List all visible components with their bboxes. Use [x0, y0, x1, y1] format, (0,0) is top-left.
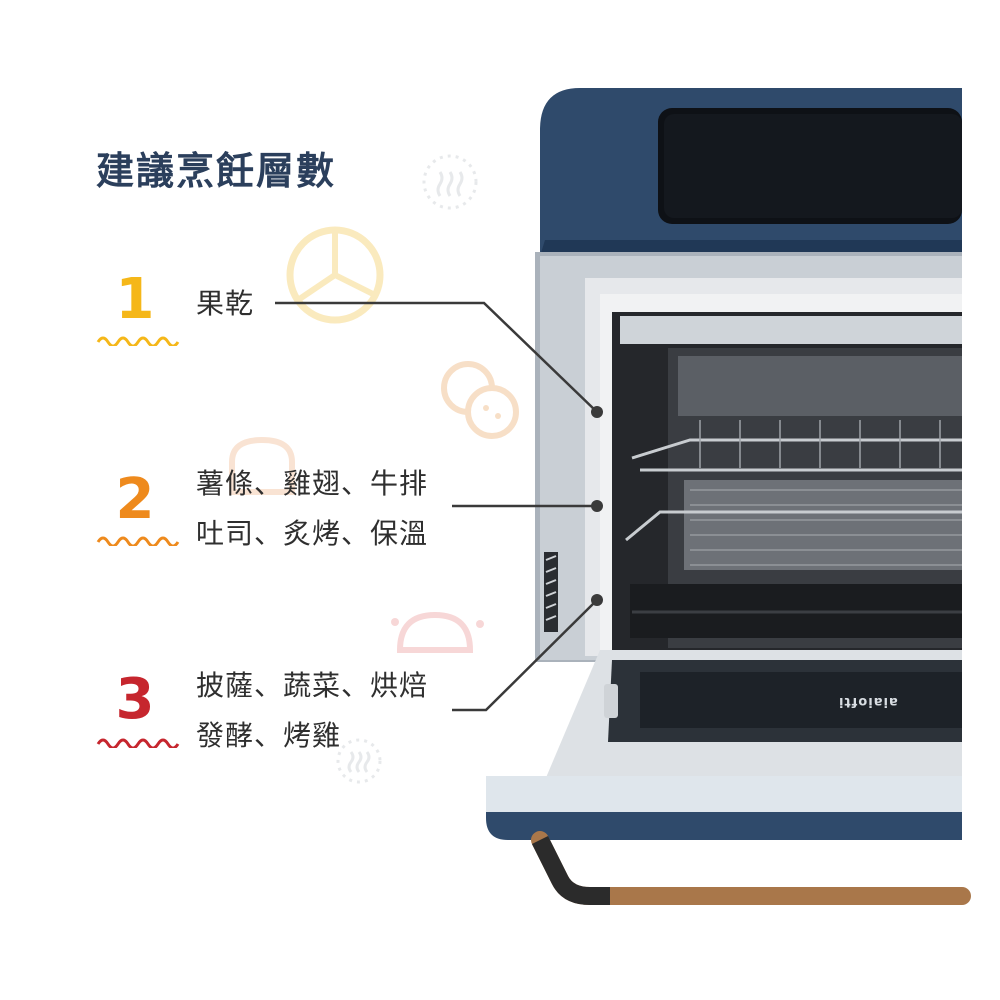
- level-3-foods-line-1: 披薩、蔬菜、烘焙: [196, 669, 429, 702]
- pizza-slice-icon: [286, 226, 384, 324]
- dough-icon: [391, 611, 484, 653]
- bread-icon: [229, 436, 295, 495]
- steam-icon: [422, 154, 478, 210]
- level-2-number: 2: [115, 467, 155, 532]
- level-1-number: 1: [115, 267, 155, 332]
- leader-line-3: [452, 599, 598, 712]
- level-2-wave-underline: [96, 536, 180, 546]
- leader-line-1: [275, 301, 598, 413]
- page-title: 建議烹飪層數: [96, 149, 337, 193]
- level-3-foods-line-2: 發酵、烤雞: [196, 719, 342, 752]
- level-1-wave-underline: [96, 336, 180, 346]
- leader-dot-3: [591, 594, 603, 606]
- cookie-icon: [441, 361, 519, 439]
- level-3-number: 3: [115, 667, 155, 732]
- level-3-wave-underline: [96, 738, 180, 748]
- leader-dot-1: [591, 406, 603, 418]
- steam-icon-lower: [336, 738, 382, 784]
- level-1-foods: 果乾: [196, 287, 255, 320]
- level-2-foods-line-1: 薯條、雞翅、牛排: [196, 467, 429, 500]
- level-2-foods-line-2: 吐司、炙烤、保溫: [196, 517, 429, 550]
- leader-dot-2: [591, 500, 603, 512]
